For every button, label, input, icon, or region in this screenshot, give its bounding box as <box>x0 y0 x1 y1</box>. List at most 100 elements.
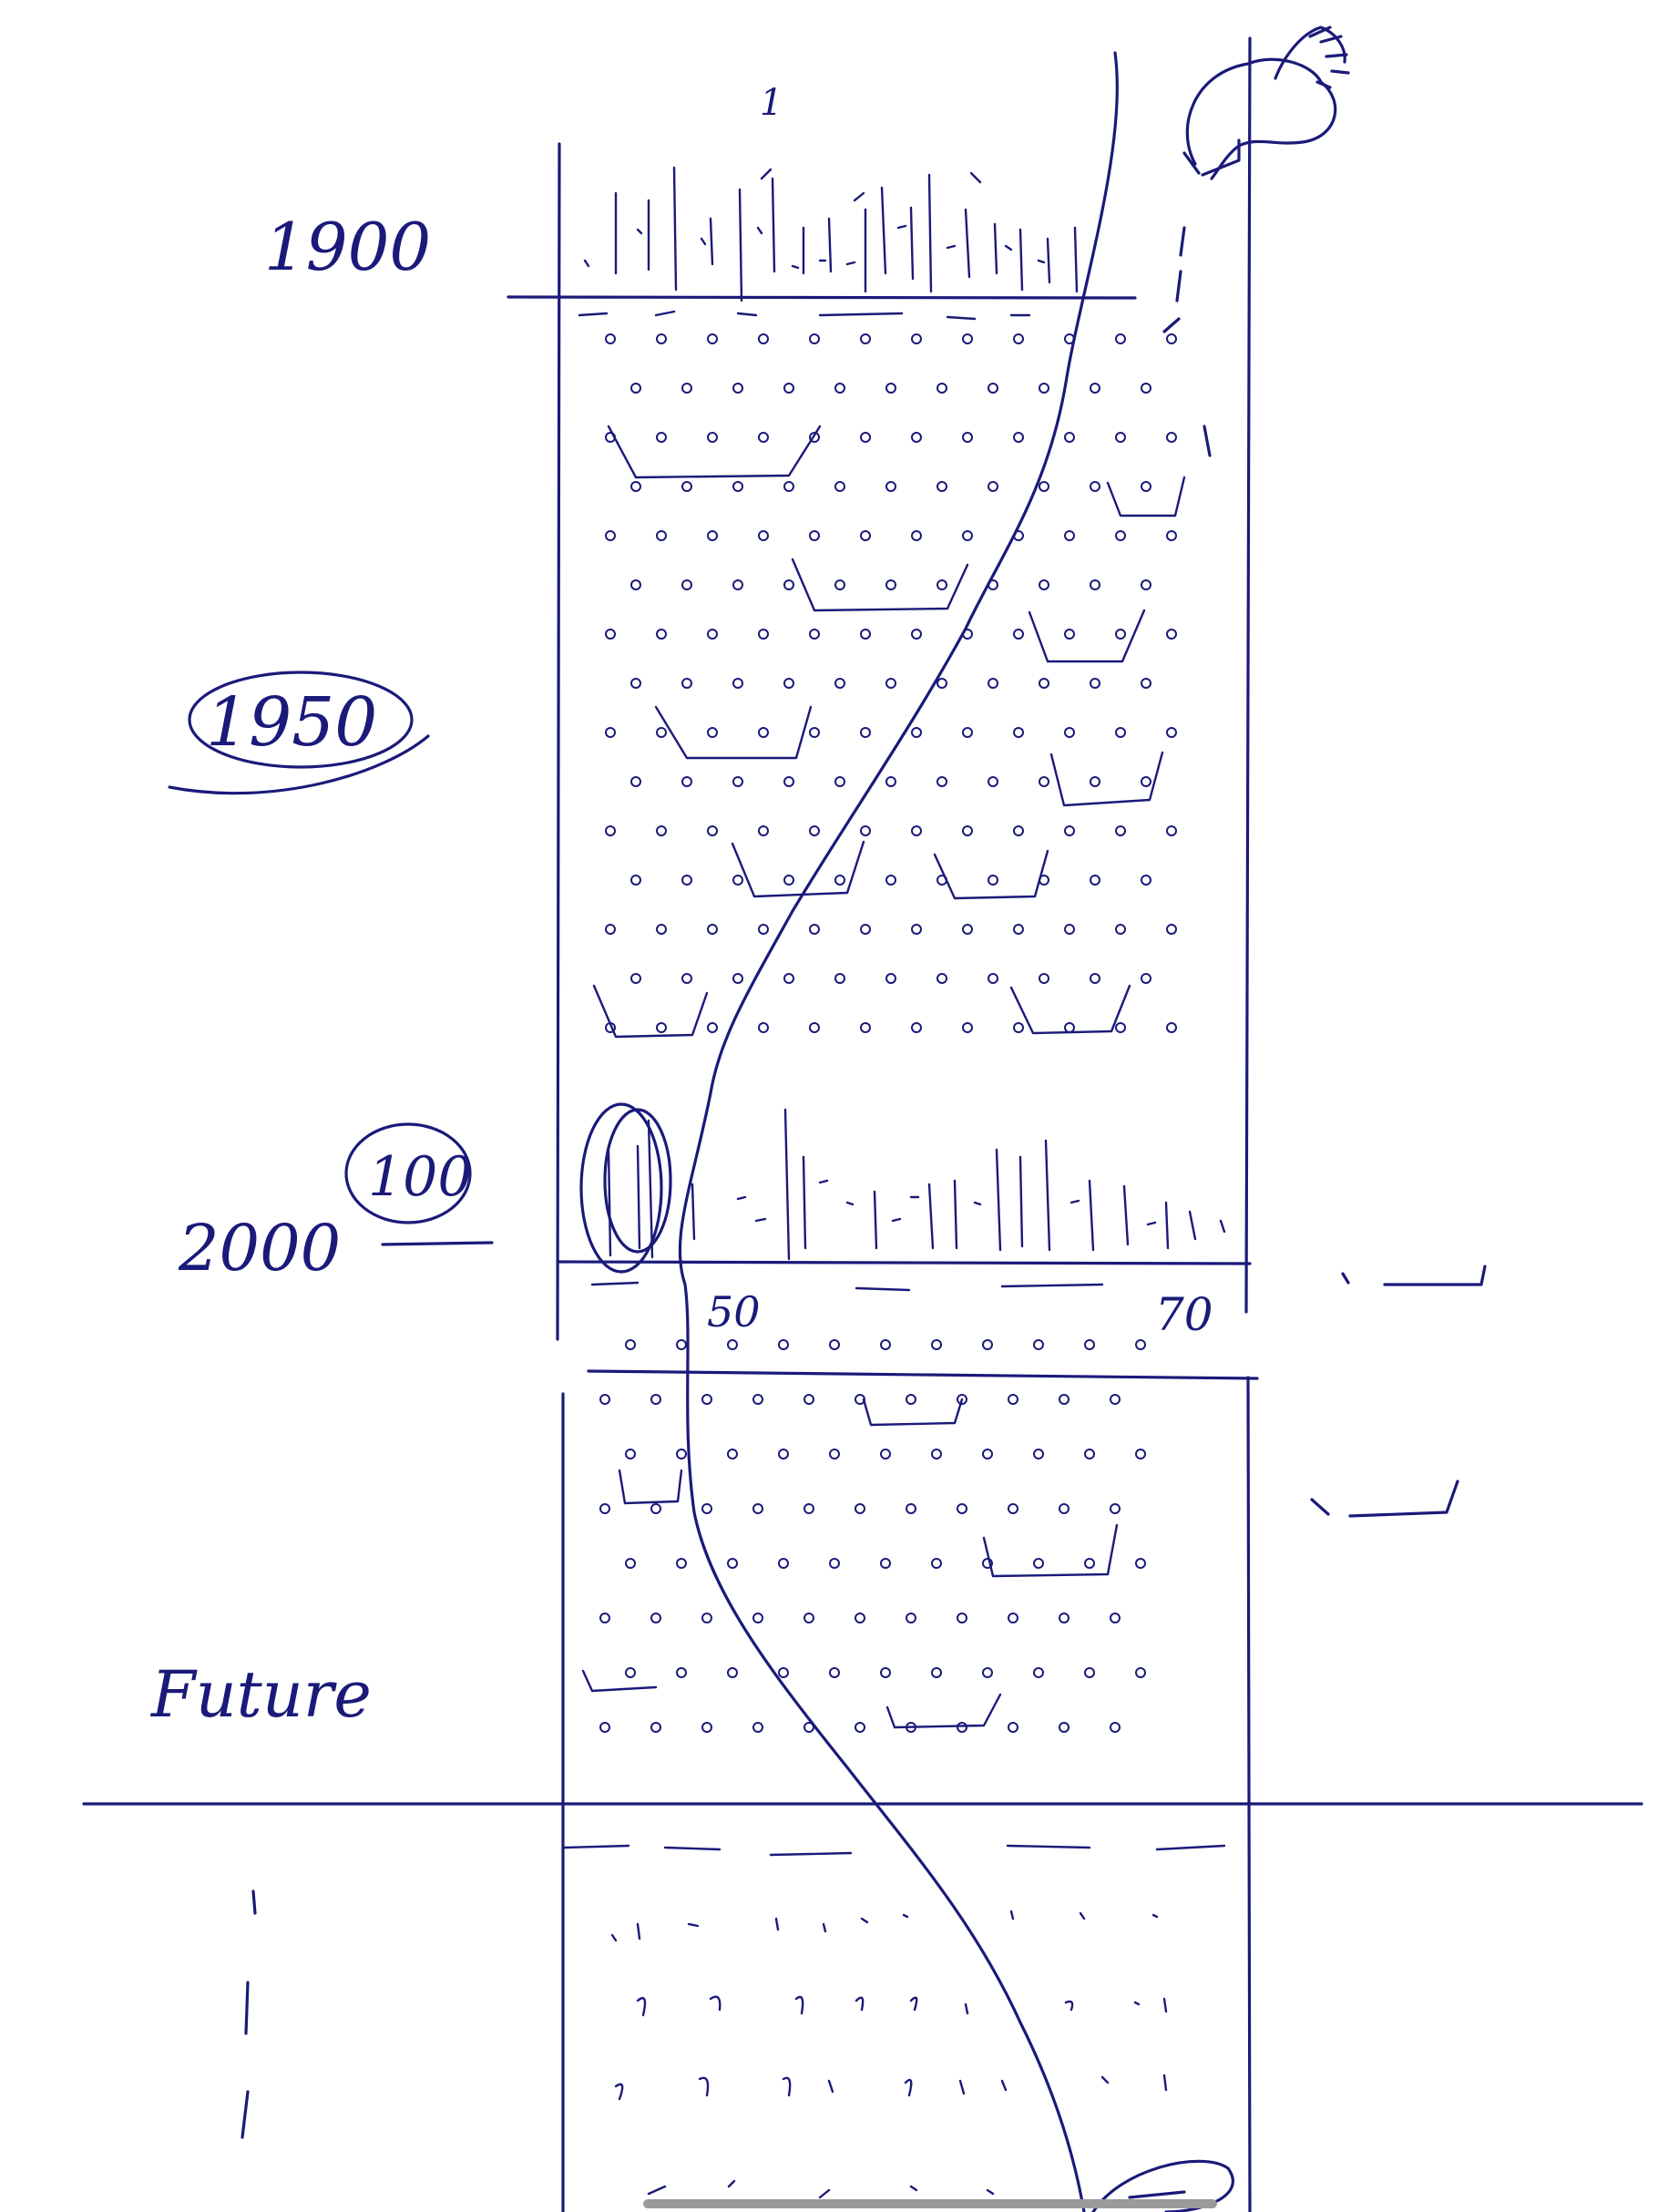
column-right-edge-upper <box>1246 38 1250 1312</box>
grid-dot <box>759 433 768 442</box>
circled-figure <box>581 1104 670 1272</box>
grid-dot <box>759 925 768 934</box>
grid-dot <box>835 384 844 393</box>
grid-dot <box>1116 433 1125 442</box>
grid-dot <box>784 482 793 491</box>
grid-dot <box>682 580 691 589</box>
grid-dot <box>912 728 921 737</box>
grid-dot <box>753 1395 762 1404</box>
grid-dot <box>1167 433 1176 442</box>
grid-dot <box>1039 580 1049 589</box>
grid-dot <box>779 1449 788 1459</box>
grid-dot <box>835 777 844 786</box>
year-label-1950-circled: 1950 <box>169 672 428 794</box>
grid-dot <box>1014 826 1023 835</box>
grid-dot <box>886 482 896 491</box>
grid-dot <box>1059 1613 1069 1623</box>
grid-dot <box>1167 925 1176 934</box>
grid-dot <box>963 433 972 442</box>
grid-dot <box>702 1723 711 1732</box>
grid-dot <box>861 1023 870 1032</box>
grid-dot <box>937 777 947 786</box>
grid-dot <box>1085 1449 1094 1459</box>
grid-dot <box>861 728 870 737</box>
grid-dot <box>1110 1504 1120 1513</box>
circled-100-label: 100 <box>346 1124 473 1223</box>
year-label-1900: 1900 <box>264 209 431 285</box>
grid-dot <box>932 1668 941 1677</box>
grid-dot <box>784 876 793 885</box>
grid-dot <box>963 334 972 343</box>
grid-dot <box>1059 1504 1069 1513</box>
grid-dot <box>1008 1723 1018 1732</box>
grid-dot <box>810 826 819 835</box>
grid-dot <box>677 1668 686 1677</box>
grid-dot <box>983 1449 992 1459</box>
dot-grid <box>600 334 1176 1732</box>
grid-dot <box>1136 1340 1145 1349</box>
grid-dot <box>631 482 640 491</box>
grid-dot <box>1014 925 1023 934</box>
grid-dot <box>861 630 870 639</box>
grid-dot <box>912 630 921 639</box>
grid-dot <box>1034 1340 1043 1349</box>
grid-dot <box>682 876 691 885</box>
grid-dot <box>631 384 640 393</box>
grid-dot <box>835 580 844 589</box>
grid-dot <box>657 531 666 540</box>
left-ticks <box>242 1891 255 2137</box>
grid-dot <box>657 826 666 835</box>
grid-dot <box>810 728 819 737</box>
home-indicator[interactable] <box>643 2199 1217 2208</box>
grid-dot <box>861 826 870 835</box>
grid-dot <box>1065 1023 1074 1032</box>
grid-dot <box>1065 728 1074 737</box>
grid-dot <box>804 1395 814 1404</box>
grid-dot <box>1008 1613 1018 1623</box>
grid-dot <box>1090 482 1100 491</box>
grid-dot <box>912 1023 921 1032</box>
grid-dot <box>1116 1023 1125 1032</box>
grid-dot <box>631 580 640 589</box>
grid-dot <box>988 777 998 786</box>
grid-dot <box>702 1395 711 1404</box>
grid-dot <box>1090 777 1100 786</box>
grid-dot <box>708 1023 717 1032</box>
grid-dot <box>810 334 819 343</box>
grid-dot <box>912 531 921 540</box>
grid-dot <box>728 1559 737 1568</box>
grid-dot <box>1059 1395 1069 1404</box>
grid-dot <box>728 1449 737 1459</box>
grid-dot <box>1085 1559 1094 1568</box>
grid-dot <box>631 876 640 885</box>
grid-dot <box>912 334 921 343</box>
grid-dot <box>733 580 742 589</box>
grid-dot <box>810 630 819 639</box>
grid-dot <box>784 679 793 688</box>
grid-dot <box>1085 1340 1094 1349</box>
grid-dot <box>651 1613 660 1623</box>
grid-dot <box>937 876 947 885</box>
grid-dot <box>810 1023 819 1032</box>
grid-dot <box>708 728 717 737</box>
grid-dot <box>600 1395 609 1404</box>
grid-dot <box>657 925 666 934</box>
grid-dot <box>906 1395 916 1404</box>
grid-dot <box>677 1340 686 1349</box>
grid-dot <box>1141 482 1151 491</box>
grid-dot <box>1110 1723 1120 1732</box>
grid-dot <box>937 384 947 393</box>
grid-dot <box>682 974 691 983</box>
grid-dot <box>606 531 615 540</box>
grid-dot <box>759 728 768 737</box>
grid-dot <box>779 1668 788 1677</box>
grid-dot <box>835 974 844 983</box>
grid-dot <box>1167 1023 1176 1032</box>
grid-dot <box>1090 876 1100 885</box>
grid-dot <box>733 974 742 983</box>
grid-dot <box>1065 433 1074 442</box>
grid-dot <box>835 679 844 688</box>
grid-dot <box>810 531 819 540</box>
grid-dot <box>937 580 947 589</box>
